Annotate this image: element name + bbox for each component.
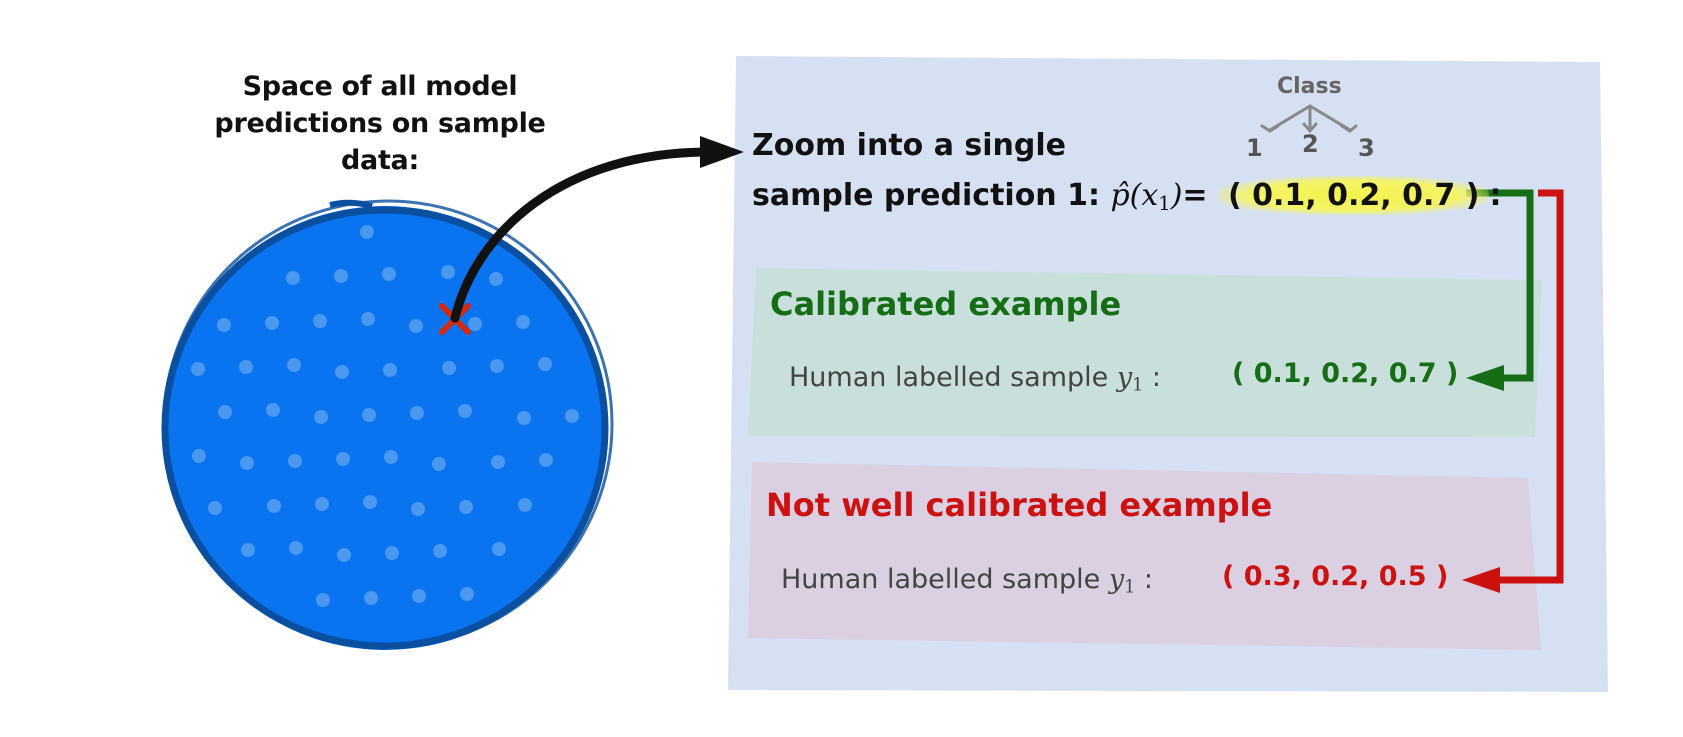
not-calibrated-values: ( 0.3, 0.2, 0.5 ) bbox=[1222, 561, 1449, 592]
prediction-dot bbox=[565, 409, 579, 423]
prediction-dot bbox=[442, 361, 456, 375]
prediction-dot bbox=[313, 314, 327, 328]
prediction-dot bbox=[314, 410, 328, 424]
not-calibrated-title: Not well calibrated example bbox=[766, 486, 1273, 524]
prediction-dot bbox=[208, 501, 222, 515]
prediction-dot bbox=[334, 269, 348, 283]
prediction-dot bbox=[286, 271, 300, 285]
not-calibrated-y-sub: 1 bbox=[1124, 577, 1136, 598]
prediction-dots bbox=[191, 225, 579, 607]
prediction-dot bbox=[337, 548, 351, 562]
not-calibrated-panel bbox=[748, 462, 1541, 650]
prediction-dot bbox=[266, 403, 280, 417]
zoom-arrow bbox=[450, 136, 744, 323]
prediction-dot bbox=[239, 360, 253, 374]
prediction-dot bbox=[410, 406, 424, 420]
prediction-dot bbox=[361, 312, 375, 326]
prediction-dot bbox=[459, 500, 473, 514]
prediction-dot bbox=[383, 363, 397, 377]
prediction-symbol-sub: 1 bbox=[1158, 191, 1171, 215]
prediction-dot bbox=[385, 546, 399, 560]
class-tree-arrows bbox=[1260, 104, 1358, 134]
prediction-dot bbox=[491, 455, 505, 469]
prediction-dot bbox=[289, 541, 303, 555]
prediction-dot bbox=[241, 543, 255, 557]
prediction-dot bbox=[468, 317, 482, 331]
not-calibrated-y-symbol: y1 bbox=[1108, 564, 1136, 598]
prediction-dot bbox=[287, 358, 301, 372]
prediction-dot bbox=[267, 499, 281, 513]
prediction-dot bbox=[518, 498, 532, 512]
prediction-dot bbox=[240, 456, 254, 470]
prediction-dot bbox=[288, 454, 302, 468]
prediction-dot bbox=[460, 587, 474, 601]
class-title: Class bbox=[1277, 74, 1342, 99]
prediction-dot bbox=[412, 589, 426, 603]
not-calibrated-y-base: y bbox=[1108, 564, 1125, 595]
prediction-dot bbox=[192, 449, 206, 463]
prediction-dot bbox=[336, 452, 350, 466]
prediction-space-circle bbox=[161, 199, 614, 650]
calibrated-title: Calibrated example bbox=[770, 285, 1122, 323]
prediction-dot bbox=[363, 495, 377, 509]
prediction-dot bbox=[432, 457, 446, 471]
prediction-dot bbox=[384, 450, 398, 464]
prediction-dot bbox=[433, 544, 447, 558]
prediction-suffix: : bbox=[1489, 178, 1502, 213]
calibrated-human-label: Human labelled sample y1 : bbox=[789, 362, 1161, 395]
class-label-3: 3 bbox=[1358, 134, 1375, 162]
zoom-heading-line1: Zoom into a single bbox=[752, 128, 1067, 163]
prediction-dot bbox=[315, 497, 329, 511]
not-calibrated-connector-arrow bbox=[1462, 189, 1564, 593]
calibrated-y-base: y bbox=[1116, 362, 1133, 393]
prediction-dot bbox=[316, 593, 330, 607]
prediction-dot bbox=[382, 267, 396, 281]
prediction-dot bbox=[490, 359, 504, 373]
zoom-prefix: sample prediction 1: bbox=[752, 178, 1100, 213]
prediction-dot bbox=[441, 265, 455, 279]
calibrated-human-text: Human labelled sample bbox=[789, 362, 1109, 393]
class-label-1: 1 bbox=[1246, 134, 1263, 162]
zoom-heading-line2: sample prediction 1: p̂(x1)= ( 0.1, 0.2,… bbox=[752, 176, 1501, 215]
prediction-dot bbox=[539, 453, 553, 467]
prediction-dot bbox=[218, 405, 232, 419]
not-calibrated-human-label: Human labelled sample y1 : bbox=[781, 564, 1153, 597]
prediction-dot bbox=[265, 316, 279, 330]
calibrated-values: ( 0.1, 0.2, 0.7 ) bbox=[1232, 358, 1459, 389]
not-calibrated-colon: : bbox=[1143, 564, 1153, 595]
prediction-dot bbox=[409, 319, 423, 333]
calibrated-y-symbol: y1 bbox=[1116, 362, 1144, 396]
not-calibrated-human-text: Human labelled sample bbox=[781, 564, 1101, 595]
prediction-symbol: p̂(x1) bbox=[1110, 178, 1183, 215]
prediction-dot bbox=[538, 357, 552, 371]
prediction-values-highlight: ( 0.1, 0.2, 0.7 ) bbox=[1218, 176, 1490, 215]
prediction-dot bbox=[516, 315, 530, 329]
prediction-dot bbox=[335, 365, 349, 379]
calibrated-y-sub: 1 bbox=[1132, 375, 1144, 396]
class-label-2: 2 bbox=[1302, 130, 1319, 158]
calibrated-colon: : bbox=[1151, 362, 1161, 393]
prediction-dot bbox=[217, 318, 231, 332]
calibrated-panel bbox=[748, 268, 1542, 437]
prediction-space-title: Space of all model predictions on sample… bbox=[214, 71, 546, 176]
prediction-dot bbox=[489, 272, 503, 286]
prediction-dot bbox=[492, 542, 506, 556]
calibrated-connector-arrow bbox=[1466, 189, 1534, 391]
equals-sign: = bbox=[1182, 178, 1208, 213]
prediction-symbol-base: p̂(x bbox=[1110, 178, 1159, 213]
prediction-dot bbox=[517, 411, 531, 425]
prediction-symbol-close: ) bbox=[1170, 178, 1183, 213]
prediction-dot bbox=[364, 591, 378, 605]
prediction-dot bbox=[191, 362, 205, 376]
prediction-dot bbox=[411, 502, 425, 516]
prediction-dot bbox=[458, 404, 472, 418]
prediction-dot bbox=[360, 225, 374, 239]
prediction-dot bbox=[362, 408, 376, 422]
prediction-values: ( 0.1, 0.2, 0.7 ) bbox=[1228, 178, 1480, 213]
